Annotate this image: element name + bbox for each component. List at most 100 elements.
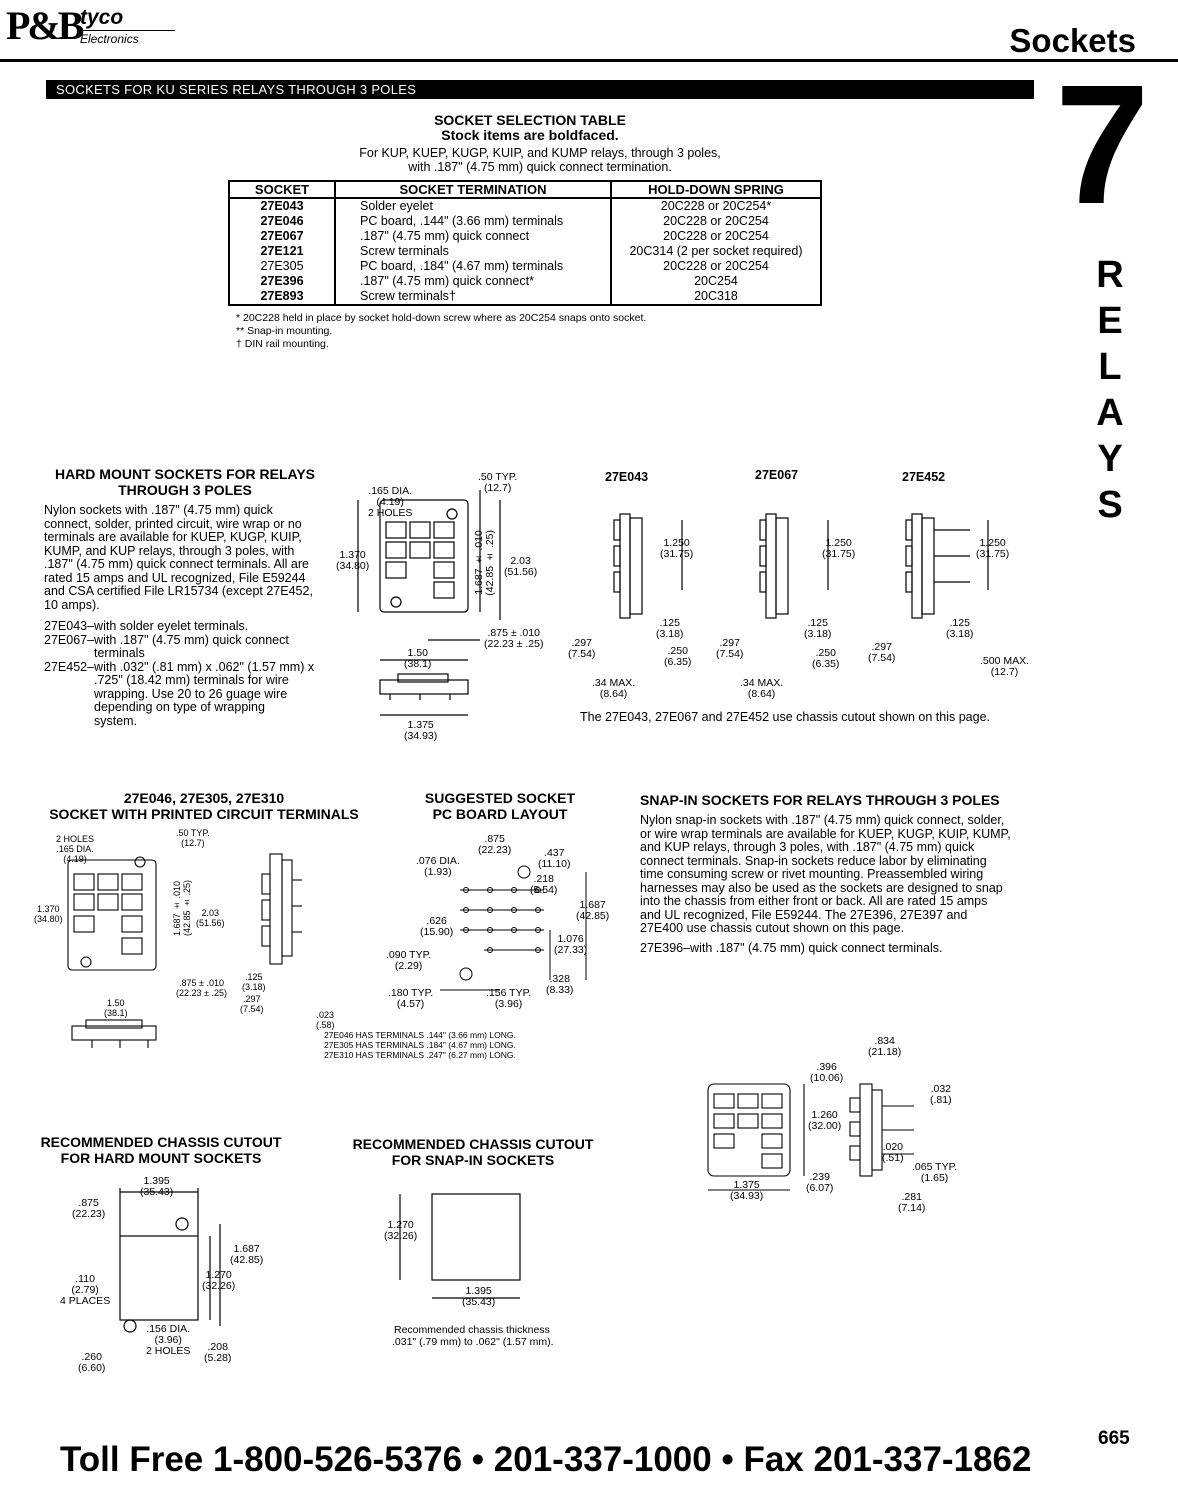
- dim-label: .875(22.23): [72, 1197, 106, 1220]
- title-line: SOCKET WITH PRINTED CIRCUIT TERMINALS: [49, 806, 359, 822]
- chapter-letter: S: [1097, 484, 1123, 526]
- item-line: terminals: [94, 646, 145, 660]
- dim-label: .875(22.23): [478, 833, 512, 856]
- body-line: connect terminals. Snap-in sockets reduc…: [640, 853, 987, 868]
- table-row: 27E046 PC board, .144" (3.66 mm) termina…: [228, 214, 822, 229]
- item-line: 27E043–with solder eyelet terminals.: [44, 619, 249, 633]
- chapter-letter: R: [1096, 254, 1124, 296]
- dim-label: 1.50(38.1): [104, 998, 128, 1018]
- dim-label: .626(15.90): [420, 915, 454, 938]
- cell-termination: Screw terminals†: [334, 289, 612, 306]
- dim-label: .875 ± .010(22.23 ± .25): [176, 978, 227, 998]
- side-views-drawing: [613, 513, 989, 619]
- dim-label: .328(8.33): [546, 973, 574, 996]
- table-row: 27E067 .187" (4.75 mm) quick connect 20C…: [228, 229, 822, 244]
- dim-label: 1.250(31.75): [822, 537, 856, 560]
- table-row: 27E893 Screw terminals† 20C318: [228, 289, 822, 306]
- dim-label: .500 MAX.(12.7): [980, 655, 1030, 678]
- dim-label: 1.370(34.80): [336, 549, 370, 572]
- dim-label: .023(.58): [316, 1010, 335, 1030]
- cutout-snap-note: Recommended chassis thickness .031" (.79…: [392, 1324, 554, 1348]
- title-line: SUGGESTED SOCKET: [424, 790, 576, 806]
- dim-label: .297(7.54): [568, 637, 596, 660]
- dim-label: 1.687 ± .010(42.85 ± .25): [172, 880, 192, 937]
- footnote: * 20C228 held in place by socket hold-do…: [236, 312, 647, 324]
- cell-termination: Screw terminals: [334, 244, 612, 259]
- snap-in-item: 27E396–with .187" (4.75 mm) quick connec…: [640, 941, 943, 955]
- chapter-number: 7: [1055, 50, 1150, 240]
- dim-label: .875 ± .010(22.23 ± .25): [484, 627, 544, 650]
- page-number: 665: [1098, 1428, 1130, 1449]
- side-view-label: 27E067: [755, 468, 799, 482]
- dim-label: .125(3.18): [946, 617, 974, 640]
- cell-spring: 20C228 or 20C254: [610, 259, 822, 274]
- cell-spring: 20C254: [610, 274, 822, 289]
- cutout-hard-drawing: [119, 1188, 221, 1333]
- footer-contact: Toll Free 1-800-526-5376 • 201-337-1000 …: [60, 1440, 1032, 1479]
- dim-label: .297(7.54): [716, 637, 744, 660]
- chapter-letter: A: [1096, 392, 1124, 434]
- cutout-snap-drawing: [399, 1193, 521, 1299]
- tyco-logo: tyco: [80, 6, 124, 29]
- cell-socket: 27E396: [228, 274, 336, 289]
- note-line: .031" (.79 mm) to .062" (1.57 mm).: [392, 1336, 554, 1348]
- dim-label: 1.270(32.26): [384, 1219, 418, 1242]
- dim-label: .834(21.18): [868, 1035, 902, 1058]
- dim-label: 1.260(32.00): [808, 1109, 842, 1132]
- dim-label: .34 MAX.(8.64): [592, 677, 636, 700]
- dim-label: .208(5.28): [204, 1341, 232, 1364]
- cell-spring: 20C228 or 20C254: [610, 229, 822, 244]
- dim-label: .065 TYP.(1.65): [912, 1161, 958, 1184]
- hard-mount-items: 27E043–with solder eyelet terminals. 27E…: [44, 619, 344, 728]
- body-line: KUMP, and KUP relays, through 3 poles, w…: [44, 543, 295, 558]
- selection-intro: For KUP, KUEP, KUGP, KUIP, and KUMP rela…: [230, 146, 850, 174]
- pc-layout-drawing: [440, 865, 587, 991]
- cell-termination: Solder eyelet: [334, 198, 612, 214]
- dim-label: .180 TYP.(4.57): [388, 987, 434, 1010]
- item-line: 27E452–with .032" (.81 mm) x .062" (1.57…: [44, 659, 315, 674]
- cell-socket: 27E305: [228, 259, 336, 274]
- pc-socket-title: 27E046, 27E305, 27E310 SOCKET WITH PRINT…: [36, 790, 372, 822]
- cell-termination: PC board, .144" (3.66 mm) terminals: [334, 214, 612, 229]
- cell-spring: 20C228 or 20C254: [610, 214, 822, 229]
- note-line: Recommended chassis thickness: [394, 1324, 550, 1336]
- dim-label: .297(7.54): [868, 641, 896, 664]
- dim-label: 1.375(34.93): [730, 1179, 764, 1202]
- footnote: ** Snap-in mounting.: [236, 325, 333, 337]
- dim-label: .032(.81): [930, 1083, 952, 1106]
- snap-in-socket-drawing: [707, 1083, 914, 1191]
- body-line: terminals are available for KUEP, KUGP, …: [44, 530, 302, 544]
- cell-socket: 27E893: [228, 289, 336, 306]
- cell-spring: 20C318: [610, 289, 822, 306]
- chapter-title-vertical: R E L A Y S: [1088, 252, 1132, 528]
- dim-label: .020(.51): [882, 1141, 904, 1164]
- dim-label: .50 TYP.(12.7): [478, 471, 518, 494]
- cell-spring: 20C314 (2 per socket required): [610, 244, 822, 259]
- table-row: 27E043 Solder eyelet 20C228 or 20C254*: [228, 198, 822, 214]
- title-line: RECOMMENDED CHASSIS CUTOUT: [352, 1136, 594, 1152]
- table-row: 27E121 Screw terminals 20C314 (2 per soc…: [228, 244, 822, 259]
- dim-label: 1.395(35.43): [462, 1285, 496, 1308]
- item-line: depending on type of wrapping: [94, 700, 265, 714]
- note-line: 27E046 HAS TERMINALS .144" (3.66 mm) LON…: [324, 1030, 516, 1040]
- item-line: 27E067–with .187" (4.75 mm) quick connec…: [44, 632, 289, 647]
- body-line: and UL recognized, File E59244. The 27E3…: [640, 907, 968, 922]
- dim-label: .218(5.54): [530, 873, 558, 896]
- dim-label: .125(3.18): [656, 617, 684, 640]
- pc-socket-notes: 27E046 HAS TERMINALS .144" (3.66 mm) LON…: [324, 1030, 516, 1060]
- hard-mount-body: Nylon sockets with .187" (4.75 mm) quick…: [44, 503, 334, 612]
- dim-label: .34 MAX.(8.64): [740, 677, 784, 700]
- table-header: SOCKET TERMINATION: [334, 180, 612, 199]
- dim-label: 2.03(51.56): [504, 555, 538, 578]
- dim-label: .260(6.60): [78, 1351, 106, 1374]
- dim-label: 1.270(32.26): [202, 1269, 236, 1292]
- title-line: PC BOARD LAYOUT: [432, 806, 568, 822]
- chapter-letter: Y: [1097, 438, 1123, 480]
- dim-label: .125(3.18): [804, 617, 832, 640]
- dim-label: .250(6.35): [664, 645, 692, 668]
- title-line: RECOMMENDED CHASSIS CUTOUT: [40, 1134, 282, 1150]
- chapter-letter: L: [1098, 346, 1122, 388]
- title-line: HARD MOUNT SOCKETS FOR RELAYS: [54, 466, 316, 482]
- cell-termination: .187" (4.75 mm) quick connect: [334, 229, 612, 244]
- item-line: .725" (18.42 mm) terminals for wire: [94, 673, 289, 687]
